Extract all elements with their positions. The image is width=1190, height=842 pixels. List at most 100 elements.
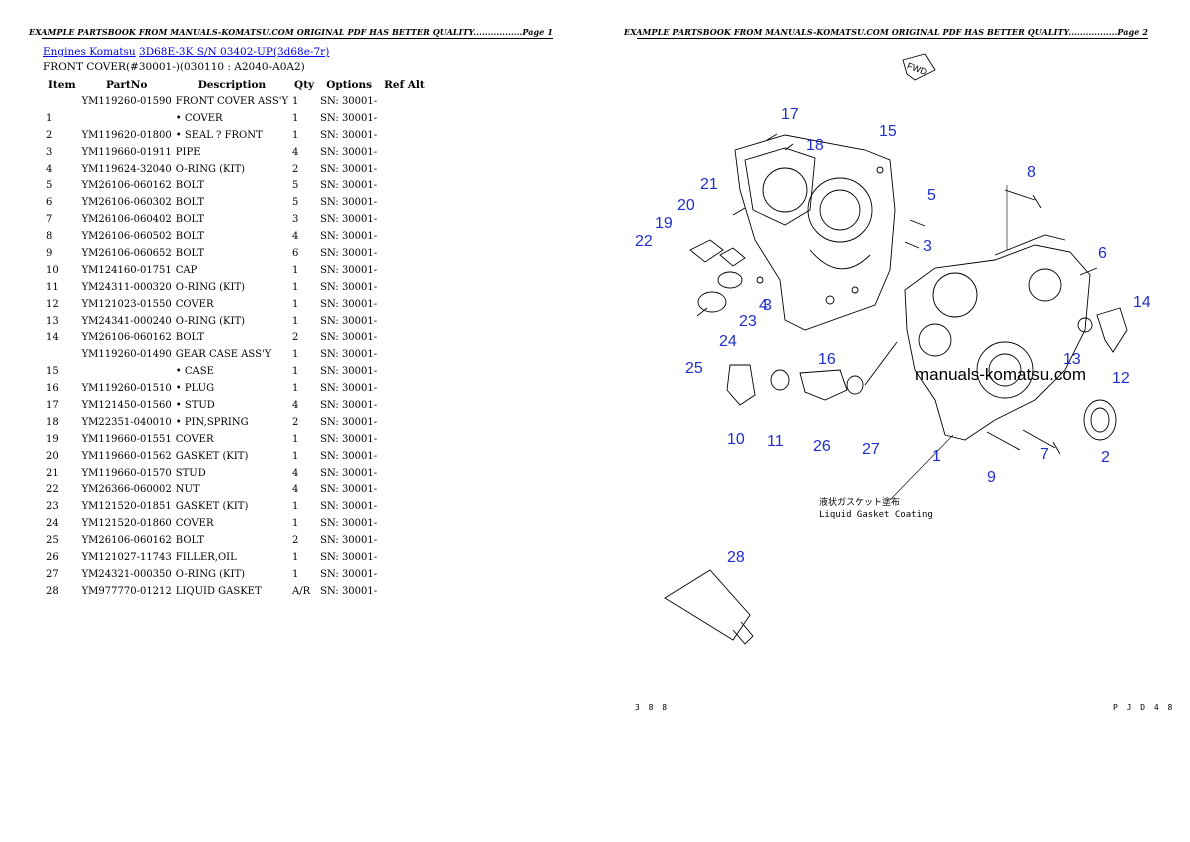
cell-qty: A/R	[292, 585, 311, 597]
cell-item: 5	[46, 180, 53, 192]
breadcrumb-link-model[interactable]: 3D68E-3K S/N 03402-UP(3d68e-7r)	[139, 46, 330, 58]
cell-partno: YM121023-01550	[81, 298, 172, 310]
cell-options: SN: 30001-	[320, 163, 378, 175]
cell-description: BOLT	[175, 231, 205, 243]
callout-16: 16	[818, 351, 836, 368]
cell-partno: YM119660-01570	[81, 467, 172, 479]
cell-item: 27	[46, 568, 59, 580]
footer-right: P J D 4 8	[1113, 703, 1175, 712]
cell-partno: YM26106-060402	[81, 214, 172, 226]
fwd-arrow-icon: FWD	[902, 53, 936, 81]
exploded-parts-diagram: FWD	[635, 53, 1150, 645]
cell-item: 4	[46, 163, 53, 175]
cell-item: 24	[46, 518, 59, 530]
gear-case-drawing	[734, 134, 896, 331]
cell-refalt	[380, 110, 429, 127]
cell-options: SN: 30001-	[320, 247, 378, 259]
parts-list-page: EXAMPLE PARTSBOOK FROM MANUALS-KOMATSU.C…	[29, 27, 553, 600]
bolt-shapes	[696, 133, 1098, 455]
cell-refalt	[380, 177, 429, 194]
leader-lines	[889, 185, 1008, 501]
footer-left: 3 8 8	[635, 703, 670, 712]
cell-item	[44, 346, 80, 363]
cell-partno: YM121520-01851	[81, 501, 172, 513]
col-header-qty: Qty	[294, 78, 315, 91]
cell-partno: YM26106-060162	[81, 180, 172, 192]
diagram-page: EXAMPLE PARTSBOOK FROM MANUALS-KOMATSU.C…	[595, 0, 1190, 842]
cell-refalt	[380, 498, 429, 515]
cell-options: SN: 30001-	[320, 366, 378, 378]
cell-item: 6	[46, 197, 53, 209]
callout-26: 26	[813, 438, 831, 455]
cell-partno: YM119660-01911	[81, 146, 172, 158]
cell-description: BOLT	[175, 197, 205, 209]
cell-description: FILLER,OIL	[175, 551, 237, 563]
cell-partno: YM26106-060162	[81, 535, 172, 547]
cell-qty: 1	[292, 568, 299, 580]
cell-refalt	[380, 414, 429, 431]
cell-description: O-RING (KIT)	[175, 568, 246, 580]
cell-item: 3	[46, 146, 53, 158]
cell-qty: 1	[292, 112, 299, 124]
cell-refalt	[380, 448, 429, 465]
callout-23: 23	[739, 313, 757, 330]
callout-2: 2	[1101, 449, 1110, 466]
callout-11: 11	[767, 433, 784, 450]
cell-refalt	[380, 194, 429, 211]
cell-qty: 1	[292, 366, 299, 378]
cell-refalt	[380, 211, 429, 228]
small-covers	[689, 239, 1128, 441]
col-header-partno: PartNo	[105, 78, 148, 91]
cell-partno: YM124160-01751	[81, 264, 172, 276]
cell-refalt	[380, 228, 429, 245]
liquid-gasket-tube-drawing	[664, 569, 754, 645]
parts-table: Item PartNo Description Qty Options Ref …	[44, 76, 429, 600]
callout-7: 7	[1040, 446, 1049, 463]
cell-qty: 6	[292, 247, 299, 259]
callout-4: 4	[759, 297, 768, 314]
cell-qty: 1	[292, 450, 299, 462]
cell-partno: YM119260-01590	[81, 95, 172, 107]
breadcrumb-link-engines[interactable]: Engines Komatsu	[43, 46, 136, 58]
page-header: EXAMPLE PARTSBOOK FROM MANUALS-KOMATSU.C…	[29, 27, 553, 37]
callout-1: 1	[932, 448, 941, 465]
page-header: EXAMPLE PARTSBOOK FROM MANUALS-KOMATSU.C…	[624, 27, 1148, 37]
col-header-item: Item	[48, 78, 76, 91]
cell-qty: 5	[292, 197, 299, 209]
cell-options: SN: 30001-	[320, 95, 378, 107]
cell-options: SN: 30001-	[320, 180, 378, 192]
callout-28: 28	[727, 549, 745, 566]
cell-qty: 5	[292, 180, 299, 192]
header-rule	[42, 38, 553, 39]
cell-options: SN: 30001-	[320, 349, 378, 361]
cell-description: COVER	[175, 298, 214, 310]
cell-item: 10	[46, 264, 59, 276]
cell-options: SN: 30001-	[320, 399, 378, 411]
cell-qty: 1	[292, 298, 299, 310]
cell-qty: 1	[292, 518, 299, 530]
cell-options: SN: 30001-	[320, 416, 378, 428]
cell-item: 23	[46, 501, 59, 513]
callout-12: 12	[1112, 370, 1130, 387]
caption-english: Liquid Gasket Coating	[819, 510, 933, 520]
cell-qty: 1	[292, 551, 299, 563]
cell-description: PIPE	[175, 146, 201, 158]
col-header-description: Description	[197, 78, 267, 91]
cell-options: SN: 30001-	[320, 281, 378, 293]
cell-item: 28	[46, 585, 59, 597]
header-rule	[637, 38, 1148, 39]
cell-options: SN: 30001-	[320, 231, 378, 243]
callout-13: 13	[1063, 351, 1081, 368]
